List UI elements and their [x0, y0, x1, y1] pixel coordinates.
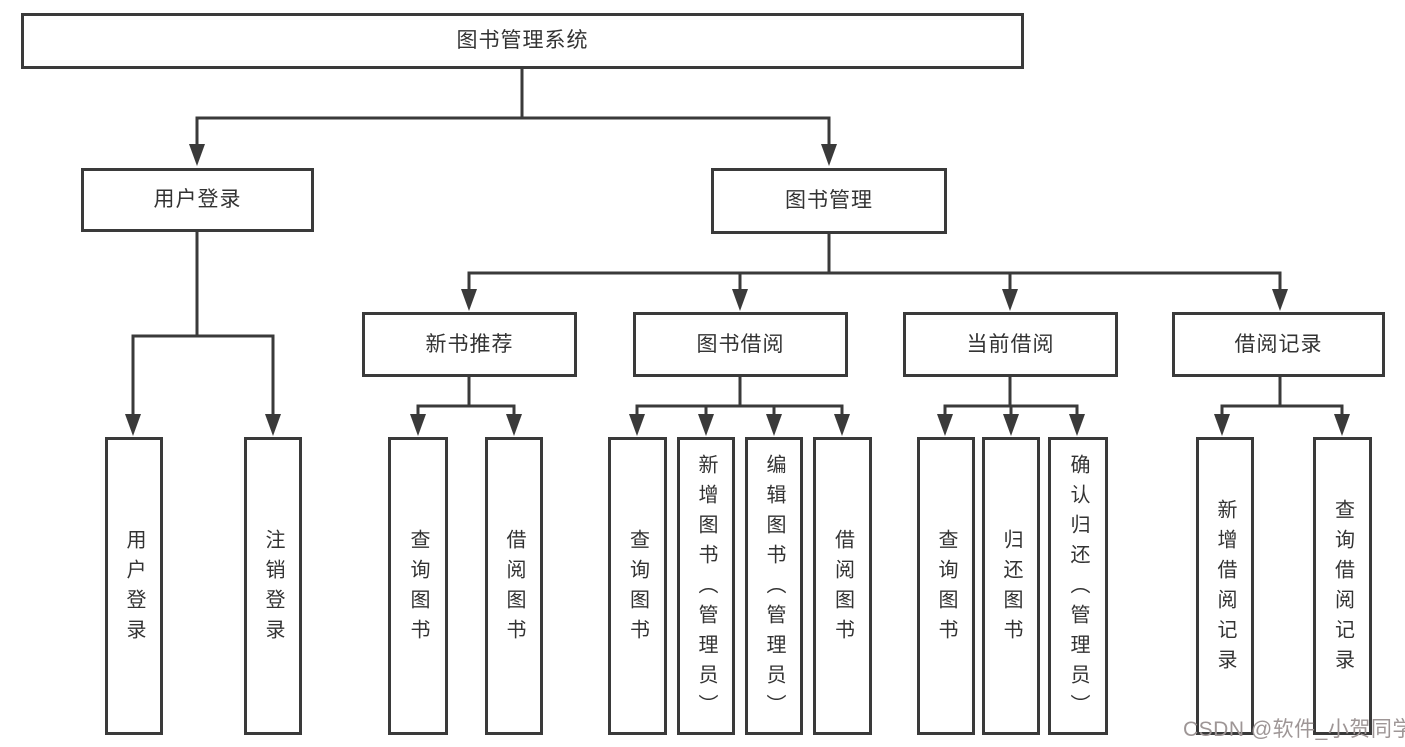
arrowhead-icon	[506, 414, 522, 436]
leaf-confirm-return-admin: 确认归还（管理员）	[1048, 437, 1108, 735]
leaf-logout: 注销登录	[244, 437, 302, 735]
leaf-query-books-current: 查询图书	[917, 437, 975, 735]
arrowhead-icon	[1003, 414, 1019, 436]
edge-records-fork	[1220, 375, 1344, 417]
arrowhead-icon	[410, 414, 426, 436]
node-book-management: 图书管理	[711, 168, 947, 234]
edge-borrow-fork	[635, 375, 844, 417]
arrowhead-icon	[1214, 414, 1230, 436]
arrowhead-icon	[766, 414, 782, 436]
arrowhead-icon	[1334, 414, 1350, 436]
arrowhead-icon	[265, 414, 281, 436]
node-borrowing-records: 借阅记录	[1172, 312, 1385, 377]
leaf-user-login: 用户登录	[105, 437, 163, 735]
arrowhead-icon	[937, 414, 953, 436]
node-current-borrowing: 当前借阅	[903, 312, 1118, 377]
arrowhead-icon	[461, 289, 477, 311]
csdn-watermark: CSDN @软件_小贺同学	[1183, 718, 1405, 741]
arrowhead-icon	[125, 414, 141, 436]
leaf-query-books-borrow: 查询图书	[608, 437, 667, 735]
leaf-return-books: 归还图书	[982, 437, 1040, 735]
edge-root-fork	[195, 67, 831, 149]
edge-book-mgmt-fork	[467, 232, 1282, 292]
edge-current-fork	[943, 375, 1079, 417]
arrowhead-icon	[834, 414, 850, 436]
arrowhead-icon	[189, 144, 205, 166]
arrowhead-icon	[1002, 289, 1018, 311]
arrowhead-icon	[1272, 289, 1288, 311]
arrowhead-icon	[698, 414, 714, 436]
arrowhead-icon	[732, 289, 748, 311]
arrowhead-icon	[629, 414, 645, 436]
node-user-login: 用户登录	[81, 168, 314, 232]
arrowhead-icon	[1069, 414, 1085, 436]
leaf-add-borrow-record: 新增借阅记录	[1196, 437, 1254, 735]
arrowheads	[125, 144, 1350, 436]
leaf-borrow-books: 借阅图书	[813, 437, 872, 735]
leaf-add-books-admin: 新增图书（管理员）	[677, 437, 735, 735]
edge-newbook-fork	[416, 375, 516, 417]
node-root-title: 图书管理系统	[21, 13, 1024, 69]
tree-edges	[131, 67, 1344, 417]
leaf-borrow-books-newrec: 借阅图书	[485, 437, 543, 735]
leaf-query-books-newrec: 查询图书	[388, 437, 448, 735]
leaf-query-borrow-record: 查询借阅记录	[1313, 437, 1372, 735]
leaf-edit-books-admin: 编辑图书（管理员）	[745, 437, 803, 735]
edge-user-login-fork	[131, 230, 275, 417]
arrowhead-icon	[821, 144, 837, 166]
node-book-borrowing: 图书借阅	[633, 312, 848, 377]
node-new-book-recommend: 新书推荐	[362, 312, 577, 377]
